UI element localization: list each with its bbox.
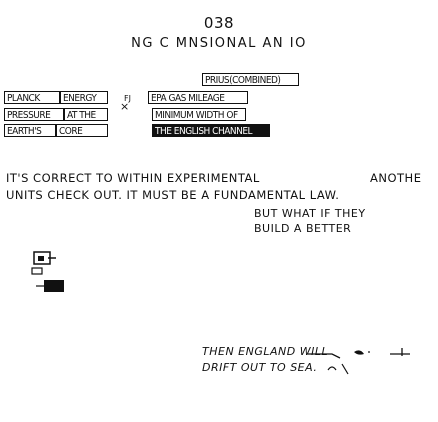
caption-but: BUT WHAT IF THEY (254, 207, 366, 220)
unit-epa: EPA GAS MILEAGE (148, 91, 248, 104)
unit-core: CORE (56, 124, 108, 137)
comic-title: NG C mnSIONAL AN IO (131, 36, 307, 51)
car-illustration (31, 251, 64, 292)
caption-line-2: UNITS CHECK OUT. IT MUST BE A FUNDAMENTA… (6, 188, 340, 202)
unit-minimum-width: MINIMUM WIDTH OF (152, 108, 246, 121)
caption-england-1: THEN ENGLAND WILL (202, 345, 329, 358)
caption-line-1: IT'S CORRECT TO WITHIN EXPERIMENTAL (6, 171, 260, 185)
drifting-island-illustration (308, 348, 410, 375)
times-sign: × (120, 100, 130, 113)
comic-number: 038 (203, 14, 235, 32)
unit-at-the: AT THE (64, 108, 108, 121)
unit-pressure: PRESSURE (4, 108, 64, 121)
unit-planck: PLANCK (4, 91, 60, 104)
footnote-mark: FJ (124, 94, 131, 103)
unit-english-channel: THE ENGLISH CHANNEL (152, 124, 270, 137)
unit-earths: EARTH'S (4, 124, 56, 137)
caption-build: BUILD A BETTER (254, 222, 352, 235)
caption-line-1-end: ANOTHE (370, 171, 422, 185)
unit-prius: PRIUS(COMBINED) (202, 73, 299, 86)
unit-energy: ENERGY (60, 91, 108, 104)
caption-england-2: DRIFT OUT TO SEA. (202, 361, 318, 374)
